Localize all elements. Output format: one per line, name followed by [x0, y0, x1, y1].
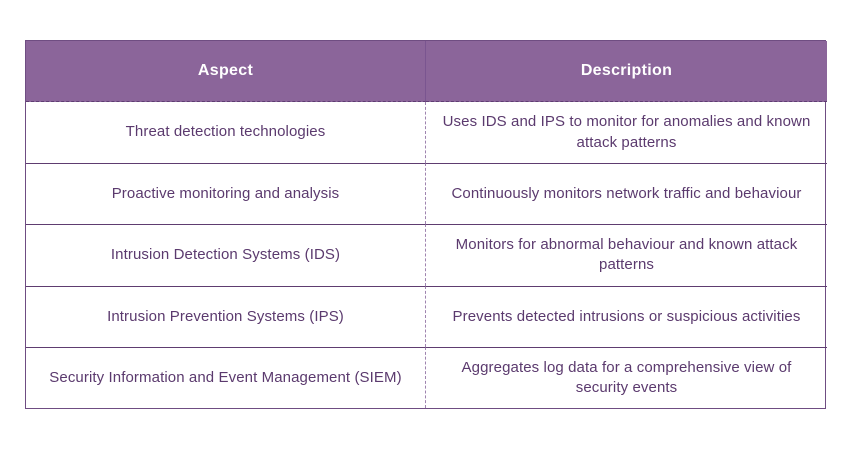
aspect-cell: Proactive monitoring and analysis: [26, 163, 426, 225]
aspect-text: Proactive monitoring and analysis: [111, 185, 340, 203]
aspect-text: Security Information and Event Managemen…: [49, 368, 402, 386]
description-cell: Prevents detected intrusions or suspicio…: [426, 285, 827, 347]
description-text: Prevents detected intrusions or suspicio…: [452, 307, 801, 325]
aspect-cell: Intrusion Prevention Systems (IPS): [26, 285, 426, 347]
description-cell: Monitors for abnormal behaviour and know…: [426, 224, 827, 285]
aspect-cell: Intrusion Detection Systems (IDS): [26, 224, 426, 286]
aspect-cell: Threat detection technologies: [26, 102, 426, 164]
security-aspects-table: Aspect Description Threat detection tech…: [25, 40, 827, 409]
header-label-description: Description: [580, 62, 673, 80]
description-cell: Aggregates log data for a comprehensive …: [426, 346, 827, 408]
header-label-aspect: Aspect: [197, 62, 254, 80]
description-cell: Uses IDS and IPS to monitor for anomalie…: [426, 102, 827, 163]
description-cell: Continuously monitors network traffic an…: [426, 163, 827, 224]
aspect-text: Threat detection technologies: [125, 123, 326, 141]
aspect-text: Intrusion Prevention Systems (IPS): [107, 307, 344, 325]
header-cell-aspect: Aspect: [26, 41, 426, 102]
header-cell-description: Description: [426, 41, 827, 102]
description-text: Aggregates log data for a comprehensive …: [461, 358, 792, 396]
aspect-cell: Security Information and Event Managemen…: [26, 346, 426, 408]
description-text: Uses IDS and IPS to monitor for anomalie…: [442, 113, 811, 151]
description-text: Continuously monitors network traffic an…: [451, 185, 802, 203]
description-text: Monitors for abnormal behaviour and know…: [455, 236, 798, 274]
aspect-text: Intrusion Detection Systems (IDS): [110, 246, 341, 264]
